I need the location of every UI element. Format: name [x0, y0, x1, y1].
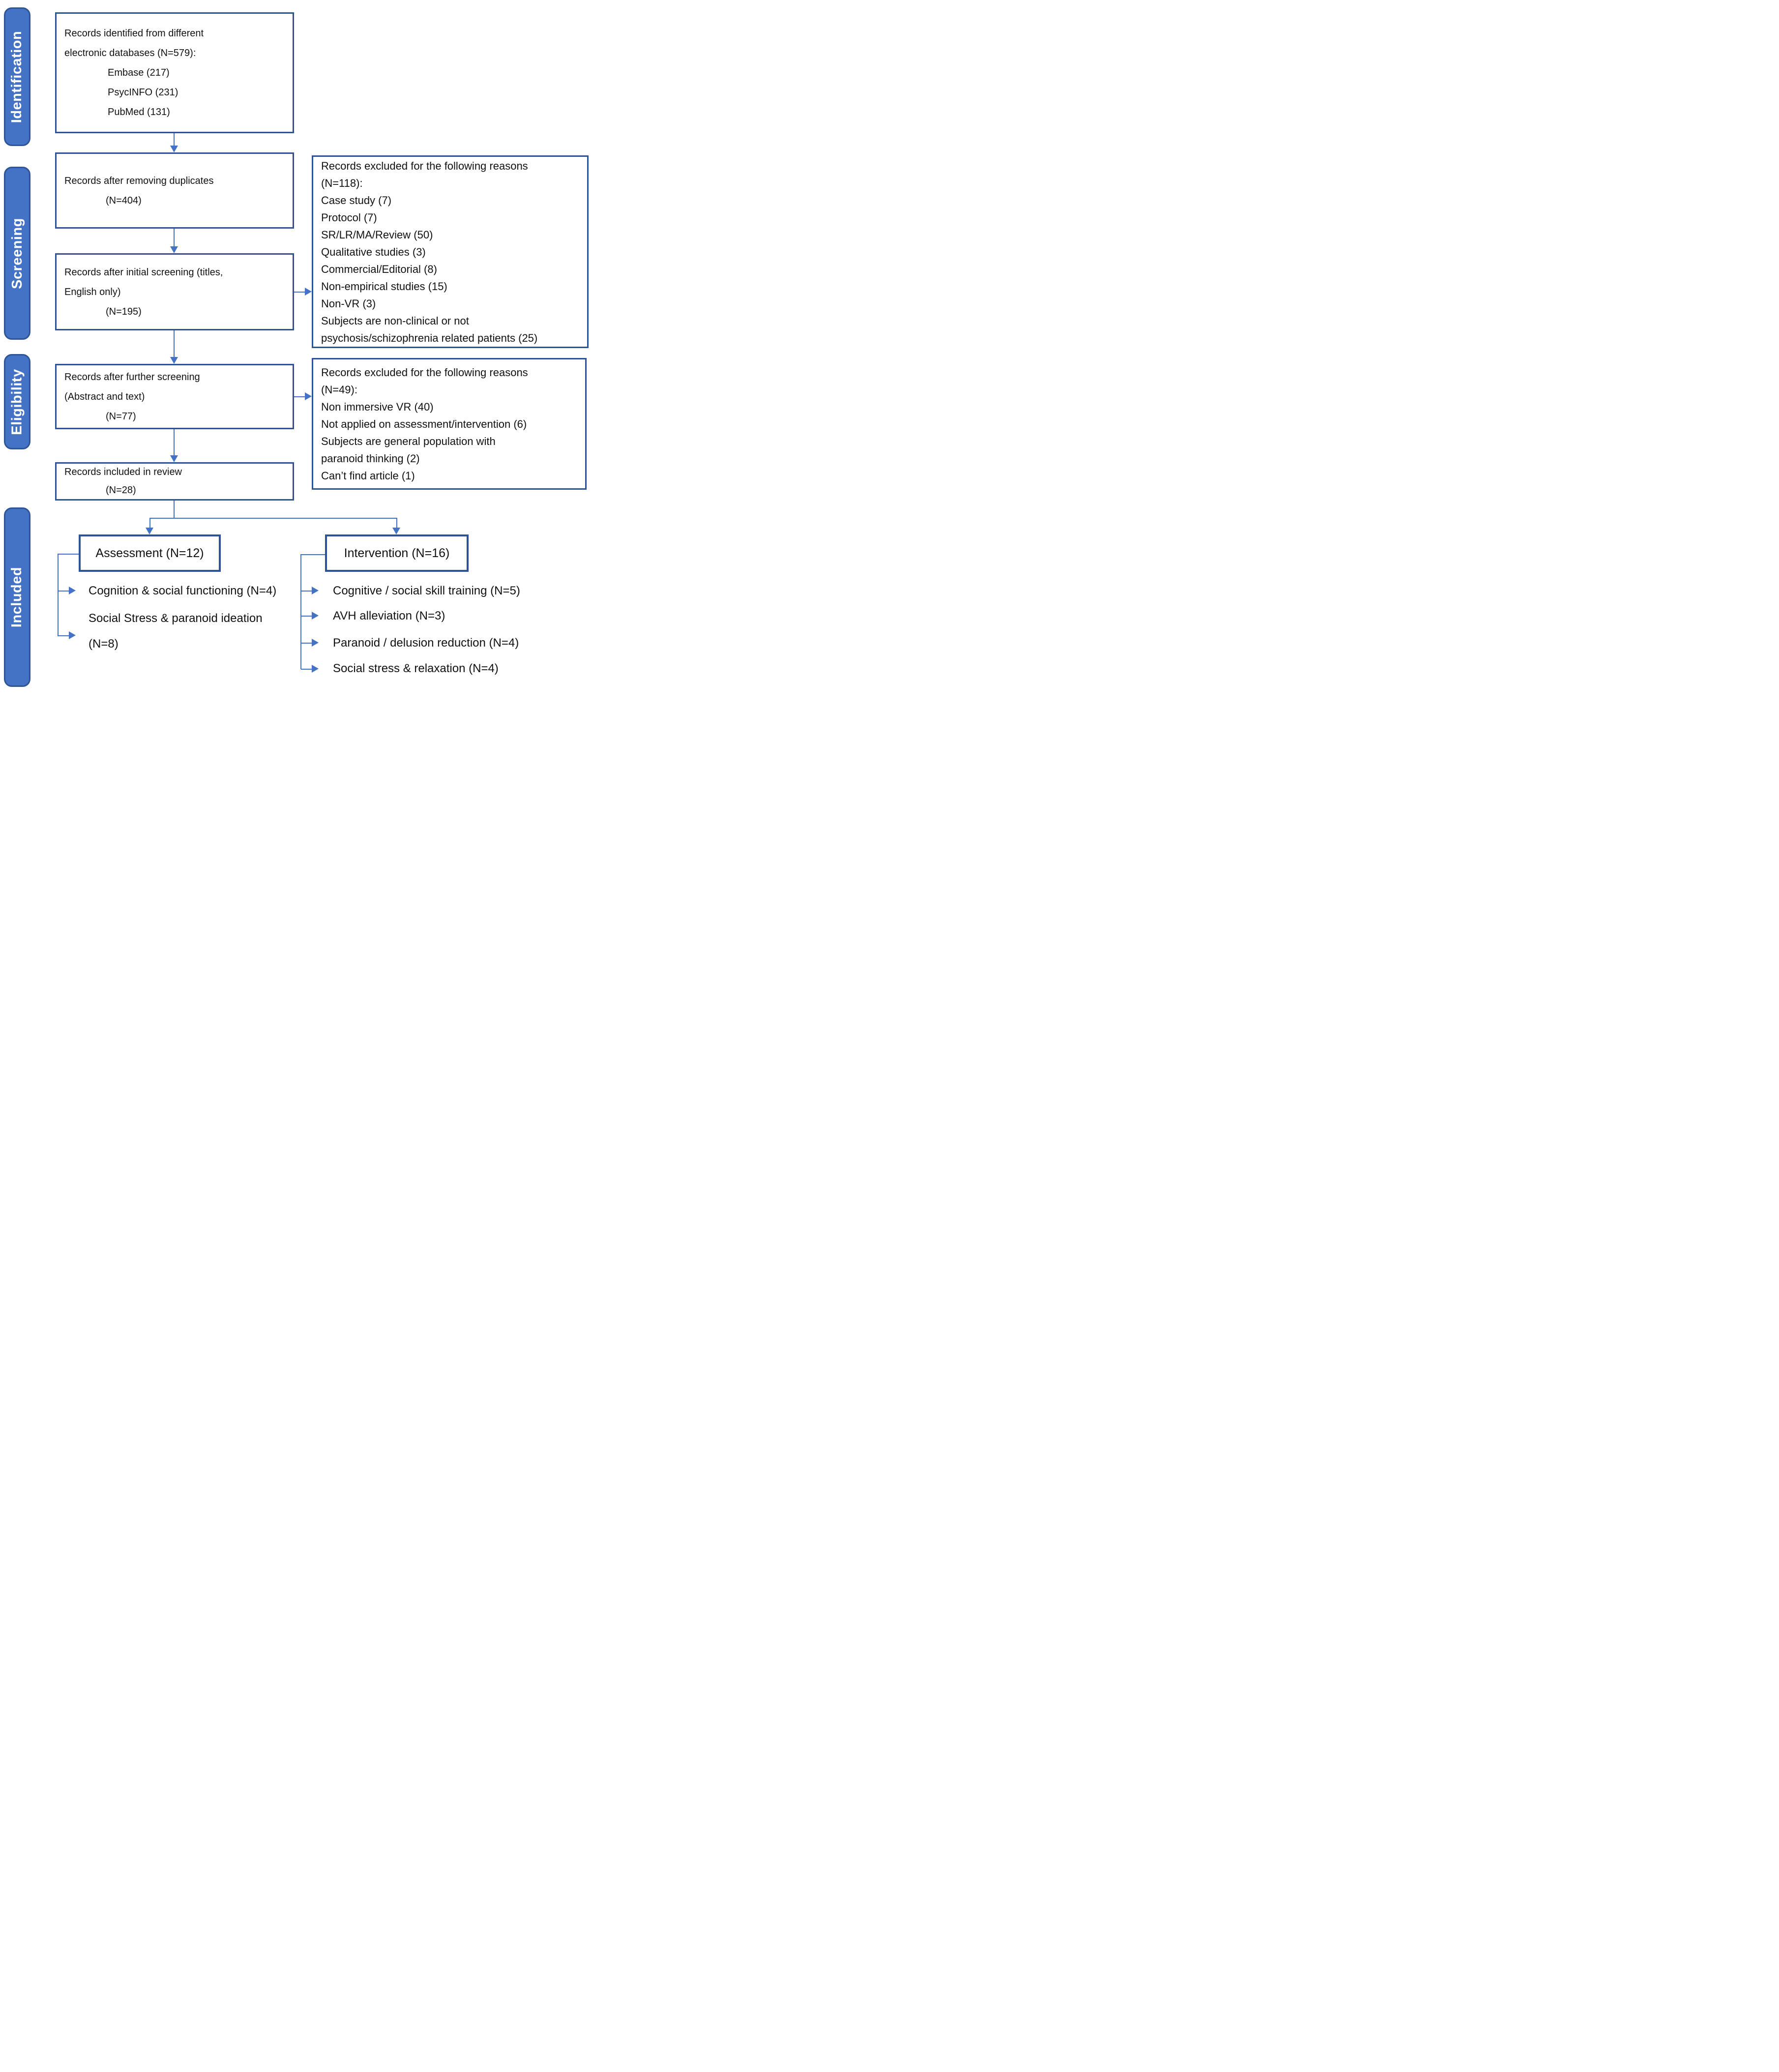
- assessment-item-social-stress: Social Stress & paranoid ideation (N=8): [89, 606, 263, 657]
- box-line-count: (N=404): [106, 195, 142, 206]
- assessment-item-cognition: Cognition & social functioning (N=4): [89, 584, 277, 597]
- prisma-flow-diagram: Identification Screening Eligibility Inc…: [0, 0, 593, 691]
- exclusion-line: Commercial/Editorial (8): [321, 263, 437, 275]
- box-line-database: PubMed (131): [108, 107, 170, 118]
- arrowhead-right-icon: [305, 392, 312, 400]
- exclusion-line: Subjects are non-clinical or not: [321, 314, 469, 327]
- assessment-title: Assessment (N=12): [95, 546, 204, 560]
- stage-label-included: Included: [9, 566, 25, 628]
- arrow-intervention-item-3: [301, 643, 312, 644]
- connector-included-stem: [174, 501, 175, 518]
- stage-tab-screening: Screening: [4, 167, 30, 340]
- intervention-bracket-line: [300, 554, 301, 669]
- arrowhead-right-icon: [312, 639, 319, 647]
- intervention-item-social-stress: Social stress & relaxation (N=4): [333, 662, 499, 675]
- box-line-database: PsycINFO (231): [108, 87, 178, 98]
- arrow-to-eligibility-exclusions: [294, 396, 305, 397]
- box-line-count: (N=28): [106, 485, 136, 496]
- exclusion-line: Non immersive VR (40): [321, 400, 434, 413]
- box-line-count: (N=77): [106, 411, 136, 422]
- intervention-item-avh: AVH alleviation (N=3): [333, 609, 445, 622]
- arrowhead-down-icon: [170, 146, 178, 152]
- arrow-intervention-item-4: [301, 669, 312, 670]
- exclusion-line: paranoid thinking (2): [321, 452, 420, 465]
- stage-label-identification: Identification: [9, 30, 25, 123]
- exclusion-line: Records excluded for the following reaso…: [321, 366, 528, 379]
- arrowhead-right-icon: [312, 587, 319, 594]
- exclusion-line: Subjects are general population with: [321, 435, 496, 447]
- arrowhead-right-icon: [69, 631, 76, 639]
- box-line: Records after further screening: [64, 371, 200, 383]
- intervention-box: Intervention (N=16): [325, 534, 469, 572]
- intervention-bracket-stub: [301, 554, 325, 555]
- exclusion-line: (N=49):: [321, 383, 357, 396]
- records-deduplicated-box: Records after removing duplicates (N=404…: [55, 152, 294, 229]
- exclusion-line: Non-empirical studies (15): [321, 280, 447, 293]
- exclusion-line: Records excluded for the following reaso…: [321, 159, 528, 172]
- assessment-box: Assessment (N=12): [79, 534, 221, 572]
- assessment-item-line: (N=8): [89, 637, 119, 651]
- arrow-initial-to-further: [174, 330, 175, 357]
- assessment-bracket-stub: [58, 554, 79, 555]
- records-initial-screening-box: Records after initial screening (titles,…: [55, 253, 294, 330]
- records-further-screening-box: Records after further screening (Abstrac…: [55, 364, 294, 429]
- arrow-identified-to-deduplicated: [174, 133, 175, 146]
- stage-tab-included: Included: [4, 507, 30, 687]
- arrowhead-down-icon: [170, 246, 178, 253]
- intervention-item-cognitive-training: Cognitive / social skill training (N=5): [333, 584, 520, 597]
- records-included-box: Records included in review (N=28): [55, 462, 294, 501]
- records-identified-box: Records identified from different electr…: [55, 12, 294, 133]
- intervention-title: Intervention (N=16): [344, 546, 450, 560]
- arrow-assessment-item-1: [58, 591, 69, 592]
- arrowhead-right-icon: [312, 612, 319, 620]
- box-line: Records included in review: [64, 467, 182, 477]
- box-line: English only): [64, 286, 121, 297]
- box-line: Records after removing duplicates: [64, 175, 214, 186]
- arrow-assessment-item-2: [58, 635, 69, 636]
- box-line: Records identified from different: [64, 28, 204, 39]
- assessment-bracket-line: [58, 554, 59, 636]
- exclusion-line: Qualitative studies (3): [321, 245, 426, 258]
- arrow-intervention-item-1: [301, 591, 312, 592]
- box-line-database: Embase (217): [108, 67, 170, 78]
- screening-exclusions-box: Records excluded for the following reaso…: [312, 155, 589, 348]
- arrowhead-right-icon: [69, 587, 76, 594]
- assessment-item-line: Social Stress & paranoid ideation: [89, 612, 263, 625]
- exclusion-line: Protocol (7): [321, 211, 377, 224]
- intervention-item-paranoid: Paranoid / delusion reduction (N=4): [333, 636, 519, 650]
- exclusion-line: Non-VR (3): [321, 297, 376, 310]
- arrow-deduplicated-to-initial: [174, 229, 175, 247]
- arrow-intervention-item-2: [301, 616, 312, 617]
- arrowhead-right-icon: [305, 288, 312, 296]
- arrowhead-down-icon: [146, 528, 153, 534]
- exclusion-line: (N=118):: [321, 177, 363, 189]
- box-line-count: (N=195): [106, 306, 142, 317]
- connector-drop-assessment: [149, 518, 150, 528]
- arrow-further-to-included: [174, 429, 175, 456]
- connector-drop-intervention: [396, 518, 397, 528]
- arrowhead-right-icon: [312, 665, 319, 673]
- arrowhead-down-icon: [392, 528, 400, 534]
- arrowhead-down-icon: [170, 357, 178, 364]
- stage-tab-eligibility: Eligibility: [4, 354, 30, 449]
- exclusion-line: Can’t find article (1): [321, 469, 415, 482]
- exclusion-line: Not applied on assessment/intervention (…: [321, 417, 527, 430]
- stage-tab-identification: Identification: [4, 7, 30, 146]
- stage-label-eligibility: Eligibility: [9, 368, 25, 435]
- box-line: electronic databases (N=579):: [64, 48, 196, 59]
- exclusion-line: psychosis/schizophrenia related patients…: [321, 331, 538, 344]
- connector-split-line: [150, 518, 397, 519]
- arrow-to-screening-exclusions: [294, 292, 305, 293]
- box-line: Records after initial screening (titles,: [64, 266, 223, 278]
- stage-label-screening: Screening: [9, 217, 25, 289]
- arrowhead-down-icon: [170, 455, 178, 462]
- eligibility-exclusions-box: Records excluded for the following reaso…: [312, 358, 587, 490]
- box-line: (Abstract and text): [64, 391, 145, 402]
- exclusion-line: Case study (7): [321, 194, 392, 207]
- exclusion-line: SR/LR/MA/Review (50): [321, 228, 433, 241]
